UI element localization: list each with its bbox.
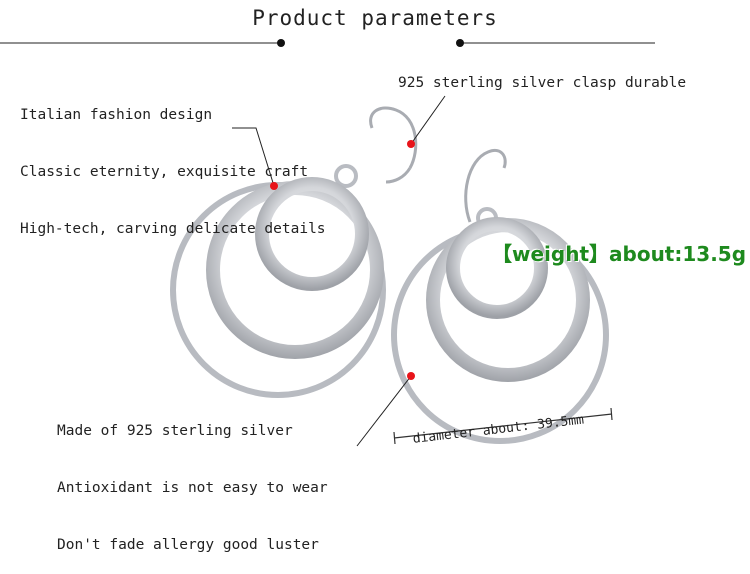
title-divider-right [456, 39, 655, 47]
material-description: Made of 925 sterling silver Antioxidant … [57, 384, 328, 574]
design-line: Italian fashion design [20, 107, 213, 123]
clasp-callout-line [407, 95, 446, 148]
material-line: Don't fade allergy good luster [57, 537, 319, 553]
design-callout-line [232, 127, 278, 190]
title-divider-left [0, 39, 285, 47]
material-line: Antioxidant is not easy to wear [57, 480, 328, 496]
right-earring [391, 149, 609, 444]
design-description: Italian fashion design Classic eternity,… [20, 68, 326, 258]
page-title: Product parameters [252, 6, 498, 30]
diameter-dimension-line [393, 407, 613, 445]
weight-label: 【weight】about:13.5g [492, 242, 747, 266]
material-line: Made of 925 sterling silver [57, 423, 293, 439]
material-callout-line [356, 372, 415, 447]
design-line: High-tech, carving delicate details [20, 221, 326, 237]
left-earring [170, 106, 418, 398]
clasp-description: 925 sterling silver clasp durable [398, 75, 687, 91]
product-illustration [0, 39, 655, 447]
design-line: Classic eternity, exquisite craft [20, 164, 309, 180]
